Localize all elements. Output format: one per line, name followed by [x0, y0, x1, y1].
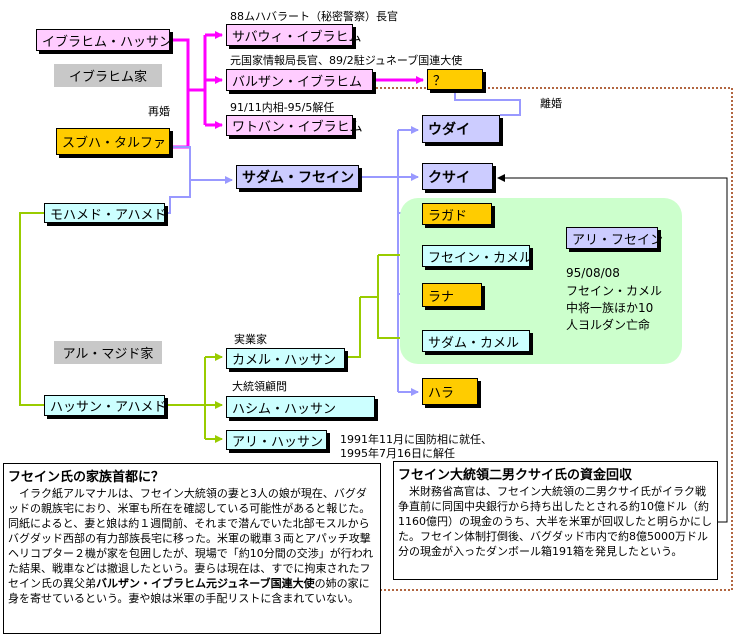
note-watban: 91/11内相-95/5解任 [230, 101, 335, 114]
person-hashim-hassan: ハシム・ハッサン [226, 396, 375, 418]
person-unknown: ？ [427, 69, 483, 90]
person-qusay: クサイ [422, 163, 493, 190]
exile-note-line2: フセイン・カメル [566, 284, 663, 298]
qusay-reference-line [717, 177, 728, 523]
person-kamel-hassan: カメル・ハッサン [226, 348, 345, 369]
person-hala: ハラ [422, 378, 478, 405]
note-remarriage: 再婚 [148, 105, 170, 118]
article-qusay-funds: フセイン大統領二男クサイ氏の資金回収 米財務省高官は、フセイン大統領の二男クサイ… [393, 461, 718, 580]
note-presidential-advisor: 大統領顧問 [232, 380, 287, 393]
article-family-in-capital: フセイン氏の家族首都に？ イラク紙アルマナルは、フセイン大統領の妻と3人の娘が現… [3, 463, 381, 634]
person-hussein-kamel: フセイン・カメル [422, 245, 532, 267]
note-ali-hassan-line1: 1991年11月に国防相に就任、 [340, 433, 492, 446]
person-ali-hussein: アリ・フセイン [566, 227, 663, 249]
note-businessman: 実業家 [234, 333, 267, 346]
article-qusay-title: フセイン大統領二男クサイ氏の資金回収 [398, 468, 633, 483]
person-mohamed-ahmed: モハメド・アハメド [44, 203, 166, 223]
ibrahim-family-label: イブラヒム家 [54, 64, 162, 87]
al-majid-family-label: アル・マジド家 [54, 341, 162, 364]
person-raghad: ラガド [422, 203, 492, 225]
person-uday: ウダイ [422, 115, 500, 143]
article-qusay-body: 米財務省高官は、フセイン大統領の二男クサイ氏がイラク戦争直前に同国中央銀行から持… [398, 485, 712, 558]
article-family-body: イラク紙アルマナルは、フセイン大統領の妻と3人の娘が現在、バグダッドの親族宅にお… [8, 487, 374, 605]
exile-note-line4: 人ヨルダン亡命 [566, 318, 651, 332]
note-barzan: 元国家情報局長官、89/2駐ジュネーブ国連大使 [230, 54, 463, 67]
person-hassan-ahmed: ハッサン・アハメド [44, 395, 166, 416]
person-saddam-hussein: サダム・フセイン [236, 165, 359, 189]
barzan-reference-line [367, 84, 733, 591]
person-subha-tulfah: スブハ・タルファ [56, 128, 170, 155]
note-divorce: 離婚 [540, 97, 562, 110]
person-saddam-kamel: サダム・カメル [422, 330, 530, 352]
article-family-title: フセイン氏の家族首都に？ [8, 470, 165, 485]
person-rana: ラナ [422, 283, 482, 307]
person-ali-hassan: アリ・ハッサン [226, 430, 327, 450]
note-sabawi: 88ムハバラート（秘密警察）長官 [230, 10, 398, 23]
person-barzan-ibrahim: バルザン・イブラヒム [226, 69, 373, 91]
person-watban-ibrahim: ワトバン・イブラヒム [226, 115, 363, 136]
note-ali-hassan-line2: 1995年7月16日に解任 [340, 447, 455, 460]
exile-note-line3: 中将一族ほか10 [566, 301, 654, 315]
person-ibrahim-hassan: イブラヒム・ハッサン [36, 29, 172, 51]
person-sabawi-ibrahim: サバウィ・イブラヒム [226, 24, 361, 46]
exile-note-line1: 95/08/08 [566, 266, 620, 280]
